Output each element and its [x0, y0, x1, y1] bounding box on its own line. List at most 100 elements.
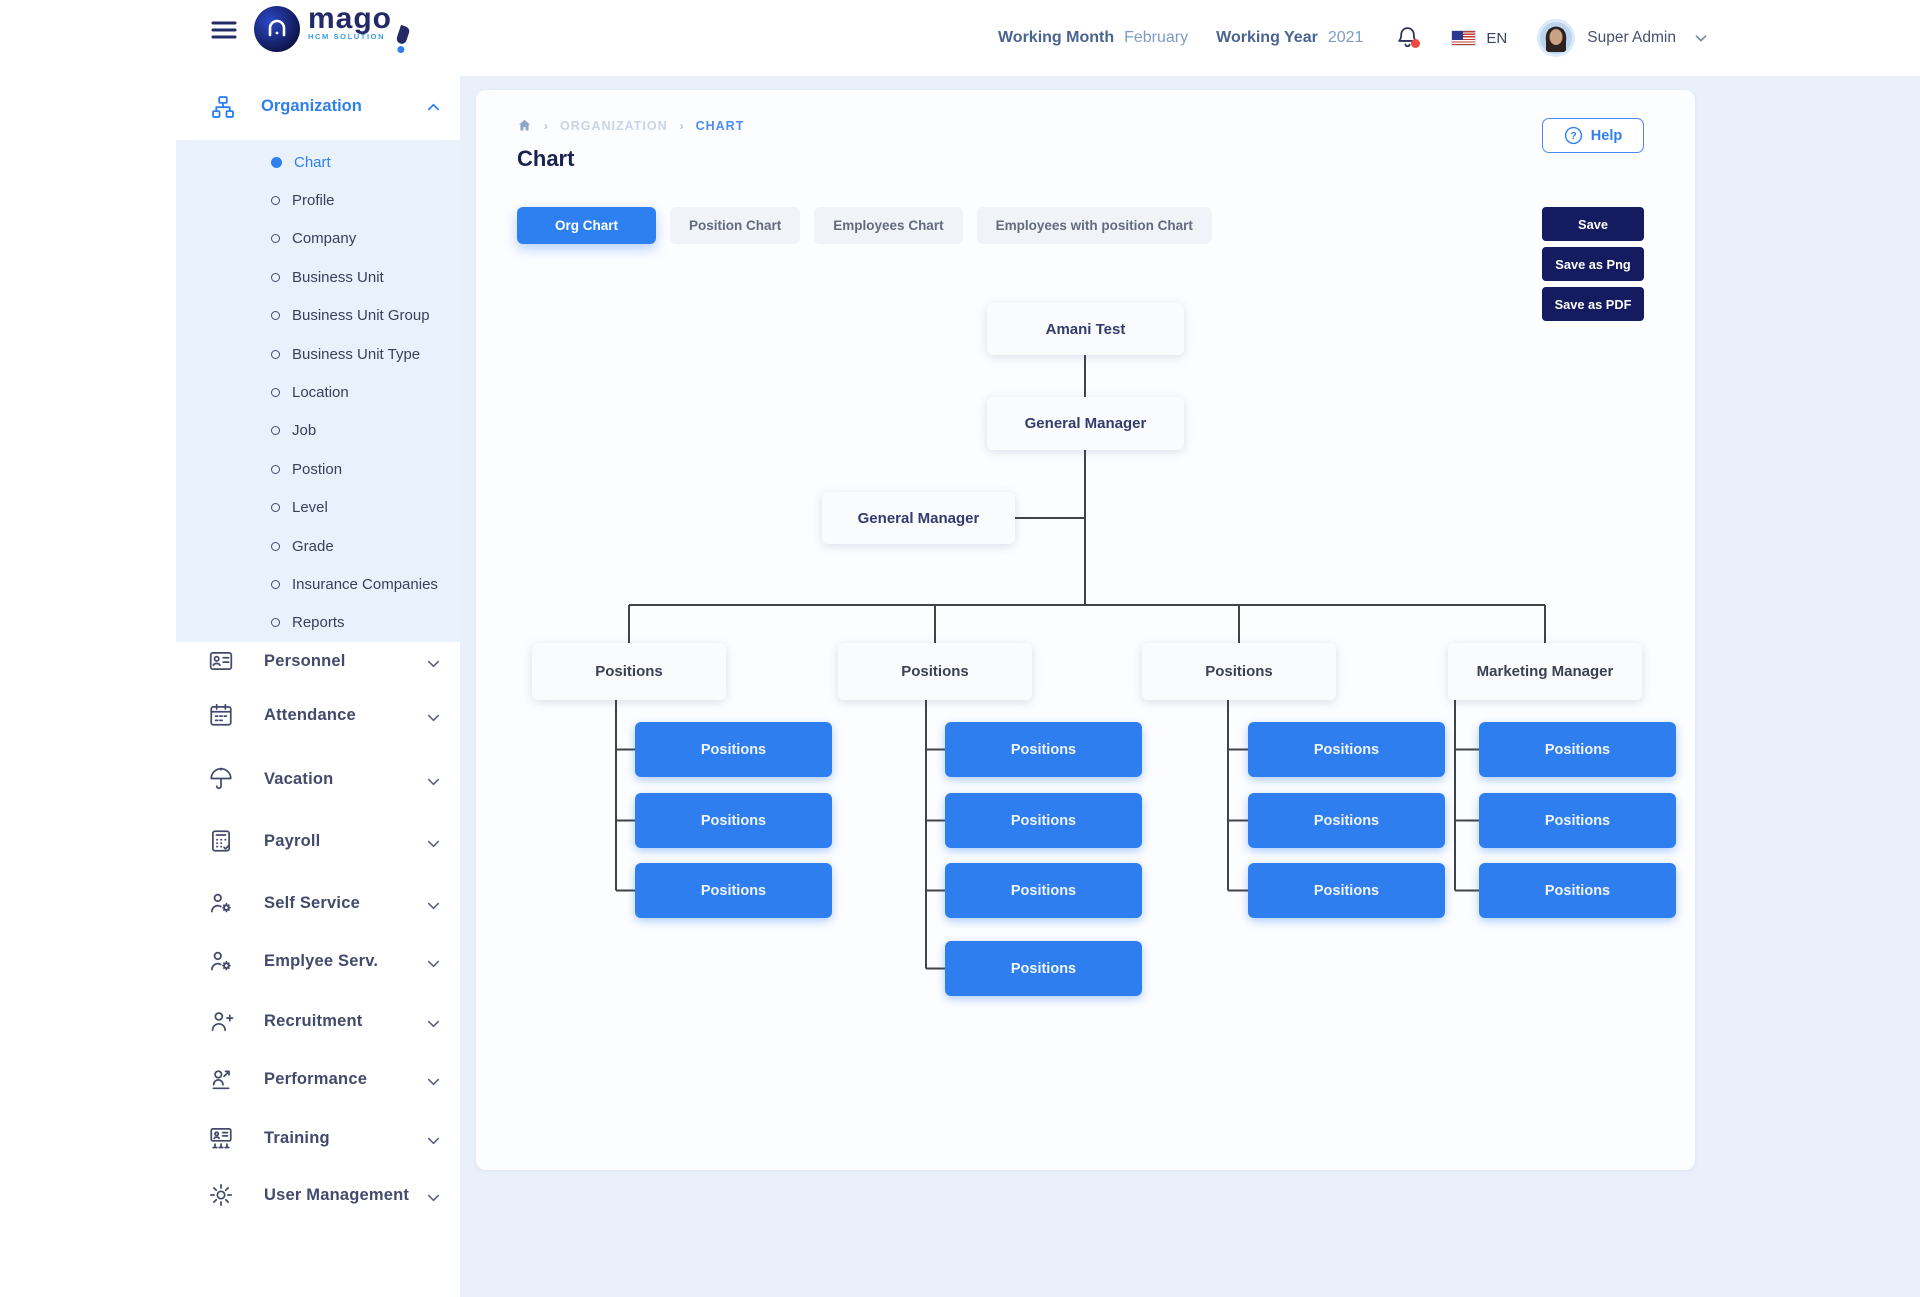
- org-node-positions-col1[interactable]: Positions: [532, 643, 726, 700]
- org-node-general-manager[interactable]: General Manager: [987, 397, 1184, 450]
- working-year-value[interactable]: 2021: [1327, 29, 1364, 46]
- sidebar-subitem-insurance-companies[interactable]: Insurance Companies: [176, 565, 460, 603]
- chevron-down-icon[interactable]: [424, 834, 443, 858]
- sidebar-subitem-profile[interactable]: Profile: [176, 181, 460, 219]
- sidebar-item-self-service[interactable]: Self Service: [0, 876, 460, 932]
- brand-name: mago: [308, 2, 393, 35]
- tab-employees-with-position-chart[interactable]: Employees with position Chart: [976, 207, 1212, 244]
- sidebar-item-performance[interactable]: Performance: [0, 1052, 460, 1108]
- org-node-marketing-manager-col4[interactable]: Marketing Manager: [1448, 643, 1642, 700]
- org-node-position-col1-row3[interactable]: Positions: [635, 863, 832, 918]
- active-bullet-icon: [271, 156, 282, 168]
- logo-badge-icon: [254, 6, 300, 52]
- sidebar-subitem-business-unit-type[interactable]: Business Unit Type: [176, 335, 460, 373]
- bullet-icon: [271, 541, 280, 551]
- id-card-icon: [208, 648, 234, 674]
- chevron-down-icon[interactable]: [424, 772, 443, 796]
- save-button[interactable]: Save: [1542, 207, 1644, 241]
- org-node-general-manager-side[interactable]: General Manager: [822, 492, 1015, 544]
- home-icon[interactable]: [517, 118, 532, 133]
- sidebar-subitem-reports[interactable]: Reports: [176, 604, 460, 642]
- org-node-position-col2-row4[interactable]: Positions: [945, 941, 1142, 996]
- main-content: › ORGANIZATION › CHART ? Help Chart Org …: [460, 76, 1920, 1297]
- working-month-value[interactable]: February: [1124, 29, 1189, 46]
- org-node-position-col1-row1[interactable]: Positions: [635, 722, 832, 777]
- sidebar-item-emplyee-serv[interactable]: Emplyee Serv.: [0, 934, 460, 990]
- hamburger-menu-icon[interactable]: [210, 18, 238, 42]
- sidebar-item-label: Vacation: [264, 770, 334, 788]
- chevron-down-icon[interactable]: [424, 954, 443, 978]
- bullet-icon: [271, 388, 280, 398]
- breadcrumb: › ORGANIZATION › CHART: [517, 118, 744, 133]
- org-node-position-col3-row2[interactable]: Positions: [1248, 793, 1445, 848]
- breadcrumb-organization[interactable]: ORGANIZATION: [560, 118, 668, 133]
- tab-position-chart[interactable]: Position Chart: [670, 207, 801, 244]
- sidebar-subitem-location[interactable]: Location: [176, 373, 460, 411]
- sidebar-item-label: User Management: [264, 1186, 410, 1204]
- org-node-position-col2-row2[interactable]: Positions: [945, 793, 1142, 848]
- app-logo[interactable]: mago HCM SOLUTION: [254, 2, 411, 52]
- help-button[interactable]: ? Help: [1542, 118, 1644, 153]
- chevron-down-icon[interactable]: [424, 654, 443, 678]
- subitem-label: Business Unit Group: [292, 307, 430, 325]
- org-node-position-col3-row1[interactable]: Positions: [1248, 722, 1445, 777]
- tab-org-chart[interactable]: Org Chart: [517, 207, 657, 244]
- bullet-icon: [271, 311, 280, 321]
- chevron-down-icon[interactable]: [424, 1014, 443, 1038]
- save-as-png-button[interactable]: Save as Png: [1542, 247, 1644, 281]
- notifications-bell-icon[interactable]: [1395, 24, 1421, 52]
- sidebar-subitem-company[interactable]: Company: [176, 220, 460, 258]
- org-node-root[interactable]: Amani Test: [987, 303, 1184, 355]
- language-label[interactable]: EN: [1486, 29, 1508, 47]
- sidebar-item-organization[interactable]: Organization: [0, 88, 460, 128]
- chevron-down-icon[interactable]: [424, 896, 443, 920]
- sidebar-item-training[interactable]: Training: [0, 1111, 460, 1167]
- logo-quote-icon: [395, 24, 411, 46]
- subitem-label: Insurance Companies: [292, 575, 438, 593]
- sidebar-item-payroll[interactable]: Payroll: [0, 814, 460, 870]
- org-node-position-col1-row2[interactable]: Positions: [635, 793, 832, 848]
- person-plus-icon: [208, 1008, 234, 1034]
- sidebar-subitem-business-unit[interactable]: Business Unit: [176, 258, 460, 296]
- sidebar-subitem-postion[interactable]: Postion: [176, 450, 460, 488]
- chevron-down-icon[interactable]: [424, 1072, 443, 1096]
- sidebar-item-personnel[interactable]: Personnel: [0, 634, 460, 690]
- user-menu-chevron-icon[interactable]: [1692, 29, 1710, 47]
- org-node-position-col4-row2[interactable]: Positions: [1479, 793, 1676, 848]
- sidebar-item-user-management[interactable]: User Management: [0, 1168, 460, 1224]
- sidebar-subitem-business-unit-group[interactable]: Business Unit Group: [176, 297, 460, 335]
- chevron-down-icon[interactable]: [424, 708, 443, 732]
- org-node-position-col3-row3[interactable]: Positions: [1248, 863, 1445, 918]
- tab-employees-chart[interactable]: Employees Chart: [814, 207, 963, 244]
- subitem-label: Location: [292, 384, 349, 402]
- umbrella-icon: [208, 766, 234, 792]
- save-as-pdf-button[interactable]: Save as PDF: [1542, 287, 1644, 321]
- notification-badge: [1411, 39, 1421, 48]
- brand-tagline: HCM SOLUTION: [308, 32, 386, 41]
- sidebar-subitem-grade[interactable]: Grade: [176, 527, 460, 565]
- sidebar-item-label: Training: [264, 1129, 330, 1147]
- sidebar-item-recruitment[interactable]: Recruitment: [0, 994, 460, 1050]
- sidebar-subitem-job[interactable]: Job: [176, 412, 460, 450]
- us-flag-icon[interactable]: [1451, 30, 1477, 46]
- avatar[interactable]: [1537, 19, 1576, 57]
- chevron-up-icon[interactable]: [424, 98, 443, 122]
- org-node-position-col4-row1[interactable]: Positions: [1479, 722, 1676, 777]
- org-chart-connectors: [615, 355, 1546, 970]
- org-node-positions-col2[interactable]: Positions: [838, 643, 1032, 700]
- breadcrumb-chart: CHART: [695, 118, 745, 133]
- subitem-label: Level: [292, 499, 328, 517]
- sidebar-subitem-level[interactable]: Level: [176, 489, 460, 527]
- org-node-position-col2-row3[interactable]: Positions: [945, 863, 1142, 918]
- org-node-positions-col3[interactable]: Positions: [1142, 643, 1336, 700]
- org-node-position-col2-row1[interactable]: Positions: [945, 722, 1142, 777]
- org-node-position-col4-row3[interactable]: Positions: [1479, 863, 1676, 918]
- subitem-label: Reports: [292, 614, 345, 632]
- gear-icon: [208, 1182, 234, 1208]
- chevron-down-icon[interactable]: [424, 1131, 443, 1155]
- sidebar-item-attendance[interactable]: Attendance: [0, 688, 460, 744]
- sidebar-item-vacation[interactable]: Vacation: [0, 752, 460, 808]
- chevron-down-icon[interactable]: [424, 1188, 443, 1212]
- sidebar-subitem-chart[interactable]: Chart: [176, 143, 460, 181]
